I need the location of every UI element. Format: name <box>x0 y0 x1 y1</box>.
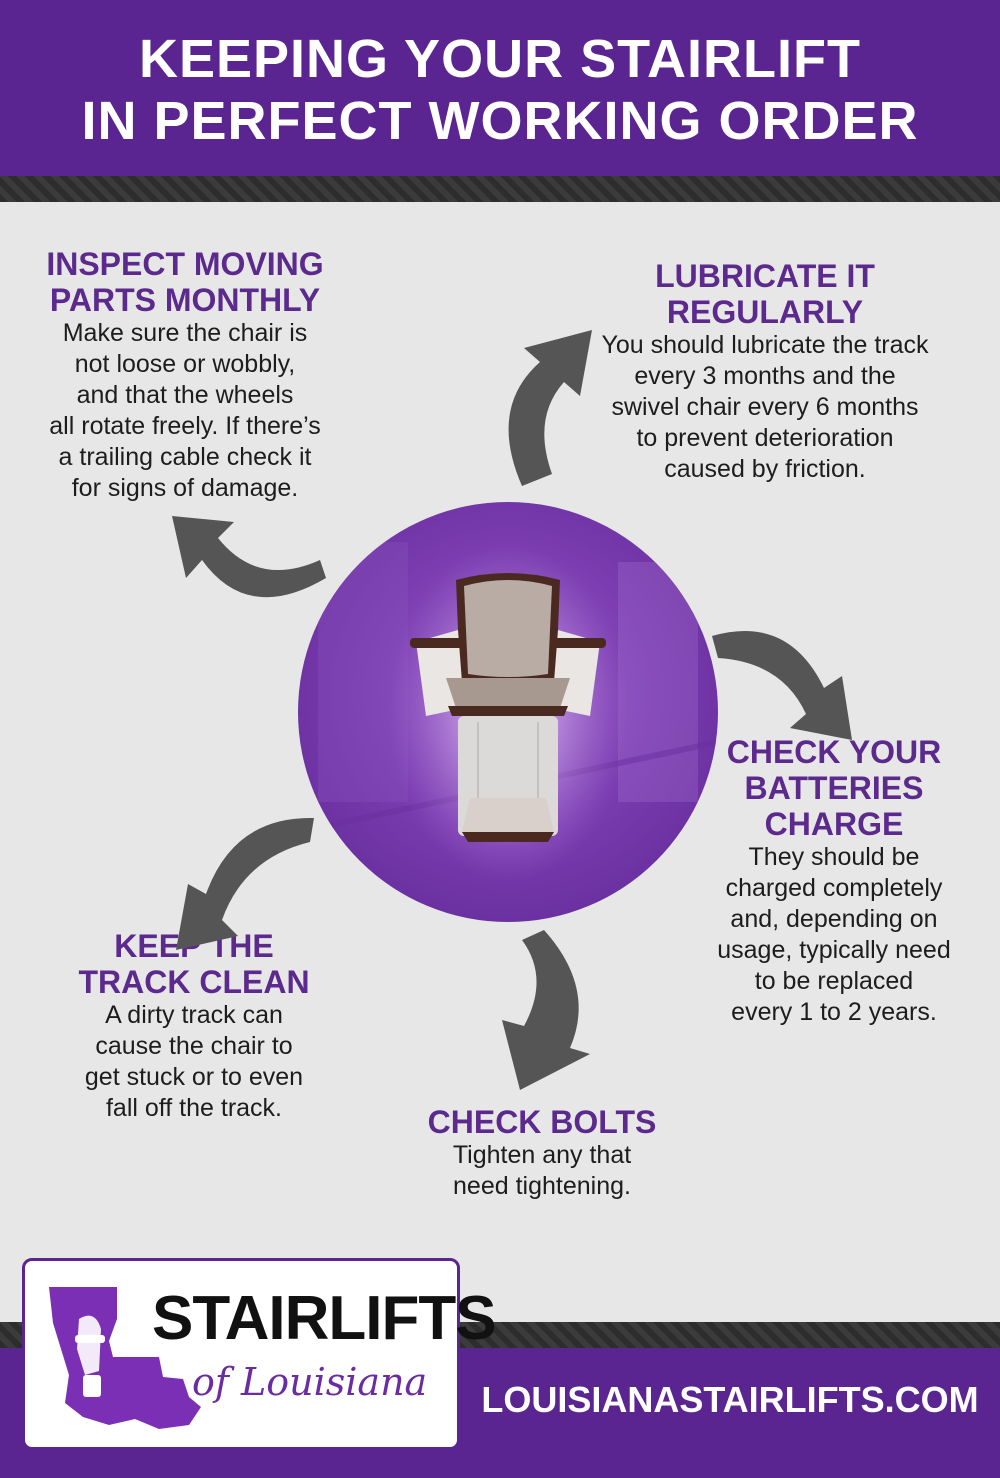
tip-text: They should be <box>748 843 920 871</box>
arrow-up-right-icon <box>508 330 592 486</box>
tip-lubricate: LUBRICATE IT REGULARLY You should lubric… <box>560 258 970 485</box>
tip-text: Make sure the chair is <box>62 319 308 347</box>
header-divider-strip <box>0 176 1000 202</box>
tip-title: CHECK BOLTS <box>427 1104 657 1140</box>
tip-text: and, depending on <box>730 905 938 933</box>
tip-check-bolts: CHECK BOLTS Tighten any that need tighte… <box>418 1104 666 1202</box>
tip-text: to be replaced <box>754 967 914 995</box>
tip-text: usage, typically need <box>717 936 951 964</box>
tip-text: all rotate freely. If there’s <box>49 412 321 440</box>
arrow-down-left-icon <box>176 817 314 950</box>
page-title-line-1: KEEPING YOUR STAIRLIFT <box>138 29 862 89</box>
tip-text: a trailing cable check it <box>58 443 312 471</box>
tip-text: not loose or wobbly, <box>74 350 296 378</box>
tip-title: LUBRICATE IT REGULARLY <box>655 258 875 330</box>
stairlift-photo-circle <box>298 502 718 922</box>
tip-title: TRACK CLEAN <box>78 964 310 1000</box>
arrow-down-icon <box>502 930 590 1090</box>
tip-text: to prevent deterioration <box>636 424 894 452</box>
tip-text: get stuck or to even <box>84 1063 304 1091</box>
logo-tagline: of Louisiana <box>192 1360 428 1404</box>
page-title: KEEPING YOUR STAIRLIFT IN PERFECT WORKIN… <box>0 28 1000 152</box>
tip-text: every 3 months and the <box>634 362 896 390</box>
tip-text: and that the wheels <box>76 381 294 409</box>
website-link[interactable]: LOUISIANASTAIRLIFTS.COM <box>481 1379 979 1420</box>
tip-text: need tightening. <box>453 1172 631 1200</box>
tip-title: INSPECT MOVING <box>46 246 324 282</box>
tip-text: cause the chair to <box>95 1032 293 1060</box>
stairlift-chair-icon <box>298 542 718 882</box>
tip-keep-track-clean: KEEP THE TRACK CLEAN A dirty track can c… <box>56 928 332 1124</box>
tip-text: swivel chair every 6 months <box>611 393 919 421</box>
tip-check-batteries: CHECK YOUR BATTERIES CHARGE They should … <box>706 734 962 1028</box>
tip-text: for signs of damage. <box>71 474 299 502</box>
tip-text: caused by friction. <box>664 455 866 483</box>
tip-text: fall off the track. <box>105 1094 282 1122</box>
arrow-up-left-icon <box>172 516 326 598</box>
header-banner: KEEPING YOUR STAIRLIFT IN PERFECT WORKIN… <box>0 0 1000 176</box>
tip-text: every 1 to 2 years. <box>731 998 937 1026</box>
tip-inspect-moving-parts: INSPECT MOVING PARTS MONTHLY Make sure t… <box>30 246 340 504</box>
tip-text: You should lubricate the track <box>601 331 929 359</box>
tip-title: CHARGE <box>764 806 904 842</box>
tip-text: A dirty track can <box>105 1001 283 1029</box>
louisiana-state-icon <box>49 1287 201 1429</box>
tip-title: PARTS MONTHLY <box>49 282 321 318</box>
tip-title: BATTERIES <box>744 770 924 806</box>
company-logo <box>22 1258 460 1450</box>
arrow-down-right-icon <box>712 630 852 740</box>
tip-text: Tighten any that <box>452 1141 632 1169</box>
tip-text: charged completely <box>725 874 943 902</box>
page-title-line-2: IN PERFECT WORKING ORDER <box>81 91 919 151</box>
logo-wordmark: STAIRLIFTS <box>152 1284 497 1353</box>
tip-title: CHECK YOUR <box>726 734 942 770</box>
